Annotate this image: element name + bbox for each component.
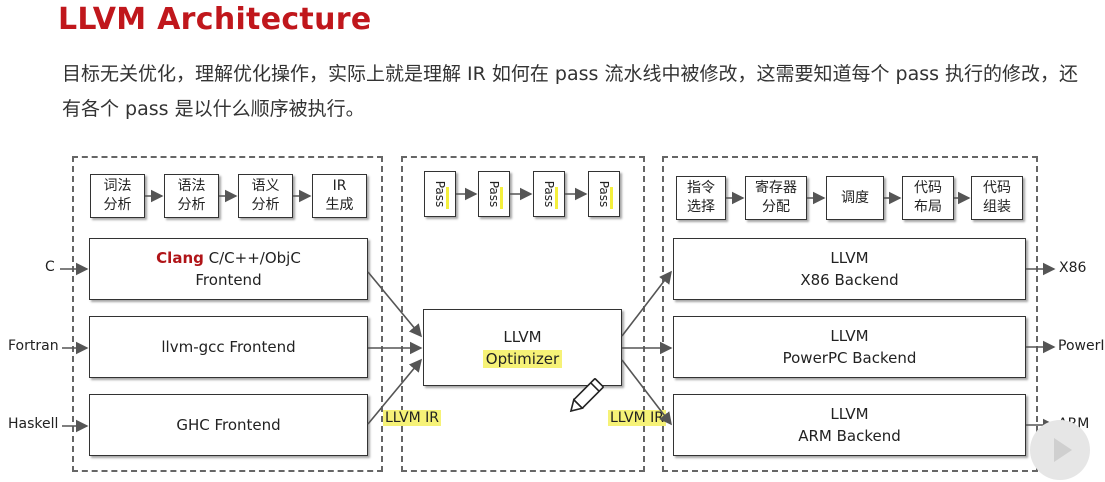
- code-layout-step: 代码布局: [902, 176, 954, 220]
- optimizer-label: Optimizer: [482, 349, 563, 368]
- ghc-frontend-box: GHC Frontend: [89, 394, 368, 456]
- pass-box-2: Pass: [478, 171, 510, 217]
- llvm-ir-label-right: LLVM IR: [608, 410, 667, 426]
- page-title: LLVM Architecture: [58, 2, 372, 37]
- frontend-group: [72, 156, 383, 472]
- pencil-icon: [569, 378, 604, 413]
- input-label-haskell: Haskell: [8, 416, 59, 432]
- arrow-ghc-optimizer: [367, 358, 423, 425]
- code-emission-step: 代码组装: [971, 176, 1023, 220]
- lexical-analysis-step: 词法分析: [90, 174, 145, 218]
- llvm-optimizer-box: LLVM Optimizer: [423, 309, 622, 386]
- arrow-clang-optimizer: [367, 271, 423, 338]
- scheduling-step: 调度: [826, 176, 884, 220]
- input-label-c: C: [45, 259, 55, 275]
- llvm-ir-label-left: LLVM IR: [383, 410, 442, 426]
- register-allocation-step: 寄存器分配: [745, 176, 807, 220]
- llvm-gcc-frontend-box: llvm-gcc Frontend: [89, 316, 368, 378]
- arrow-optimizer-arm: [621, 359, 672, 426]
- syntax-analysis-step: 语法分析: [164, 174, 219, 218]
- input-label-fortran: Fortran: [8, 338, 59, 354]
- output-label-x86: X86: [1059, 260, 1087, 276]
- instruction-selection-step: 指令选择: [676, 176, 726, 220]
- arrow-optimizer-x86: [621, 270, 672, 337]
- clang-brand: Clang: [156, 249, 204, 267]
- description-text: 目标无关优化，理解优化操作，实际上就是理解 IR 如何在 pass 流水线中被修…: [62, 63, 1079, 120]
- backend-group: [662, 156, 1038, 472]
- semantic-analysis-step: 语义分析: [238, 174, 293, 218]
- play-icon[interactable]: [1030, 420, 1090, 480]
- clang-frontend-box: Clang C/C++/ObjC Frontend: [89, 238, 368, 300]
- pass-box-1: Pass: [424, 171, 456, 217]
- pass-box-3: Pass: [533, 171, 565, 217]
- output-label-powerpc: PowerI: [1058, 338, 1105, 354]
- pass-box-4: Pass: [588, 171, 620, 217]
